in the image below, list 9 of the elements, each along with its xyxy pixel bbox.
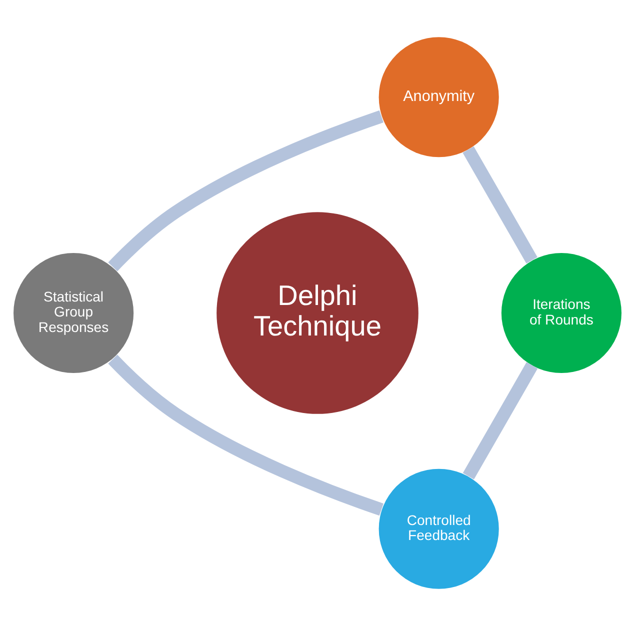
connector — [462, 146, 538, 264]
connector — [108, 354, 384, 516]
node-circle: Iterations of Rounds — [501, 252, 622, 374]
connector — [108, 110, 384, 272]
node-circle: Controlled Feedback — [378, 468, 499, 589]
node-circle: Anonymity — [378, 37, 499, 158]
node-circle: Statistical Group Responses — [14, 252, 134, 374]
connector — [462, 362, 538, 480]
node-circle: Delphi Technique — [216, 212, 418, 414]
